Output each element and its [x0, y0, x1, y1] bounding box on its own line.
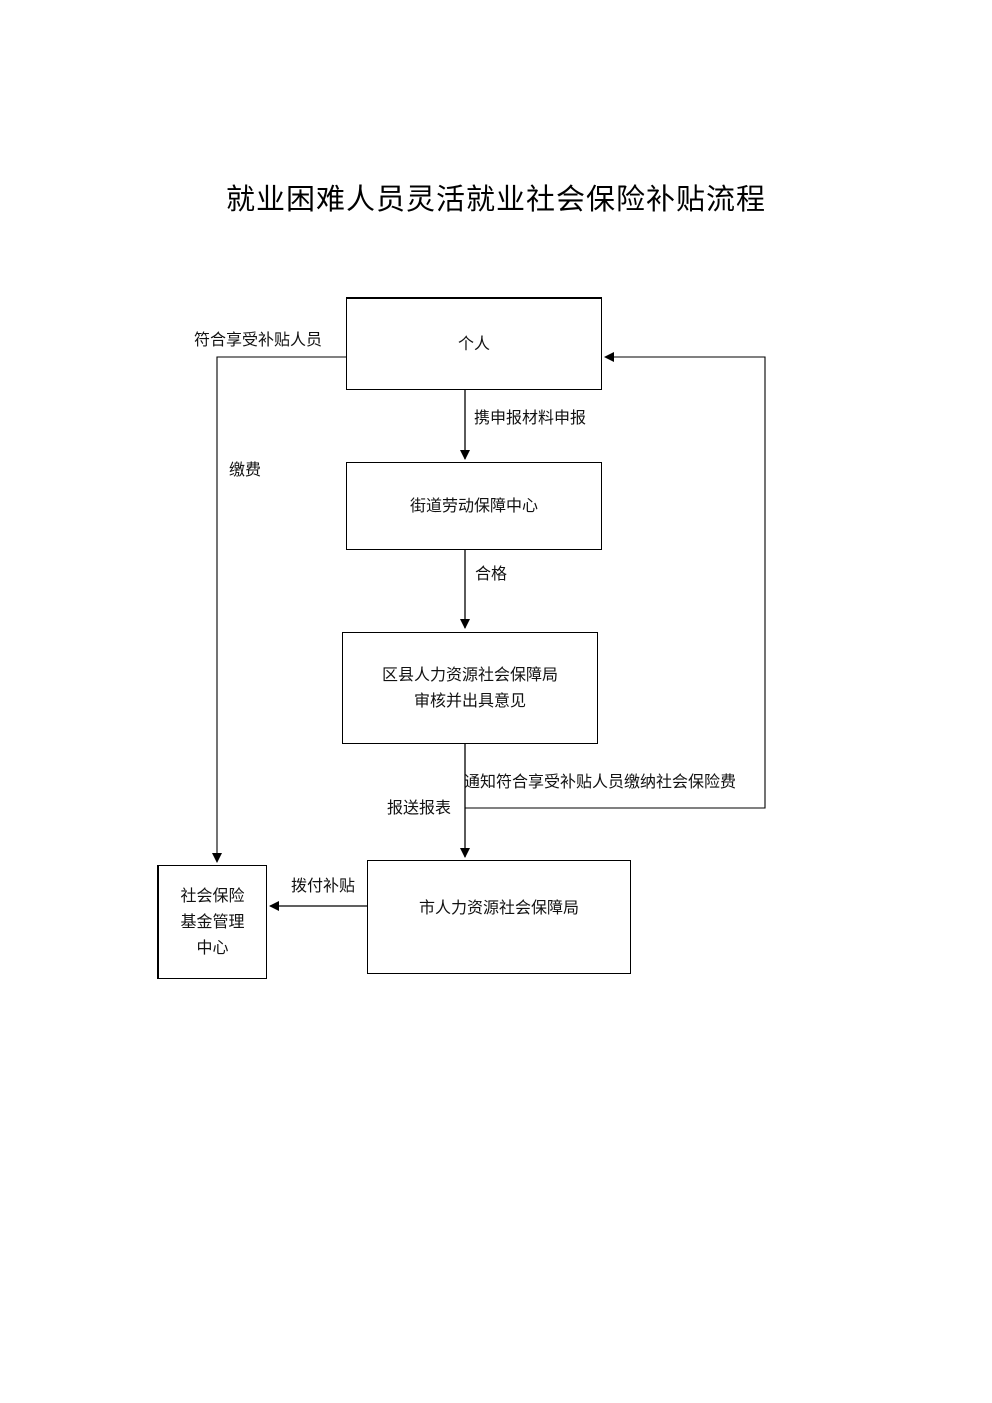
page-title: 就业困难人员灵活就业社会保险补贴流程 [225, 182, 766, 216]
node-individual-label: 个人 [457, 334, 490, 353]
node-street-labor-center: 街道劳动保障中心 [346, 462, 602, 550]
arrow-notify-loop [465, 352, 766, 809]
node-city-bureau: 市人力资源社会保障局 [367, 860, 631, 974]
node-fund-center-line3: 中心 [196, 938, 229, 957]
edge-label-qualified: 合格 [475, 564, 508, 583]
edge-label-notify-pay: 通知符合享受补贴人员缴纳社会保险费 [464, 772, 737, 791]
node-fund-management-center: 社会保险 基金管理 中心 [157, 865, 267, 979]
node-district-bureau: 区县人力资源社会保障局 审核并出具意见 [342, 632, 598, 744]
node-city-bureau-label: 市人力资源社会保障局 [418, 898, 579, 917]
node-individual: 个人 [346, 297, 602, 390]
arrow-individual-to-fund [212, 356, 346, 863]
node-fund-center-line2: 基金管理 [180, 912, 245, 931]
edge-label-eligible-persons: 符合享受补贴人员 [194, 330, 323, 349]
edge-label-submit-report: 报送报表 [387, 798, 452, 817]
node-district-bureau-line1: 区县人力资源社会保障局 [381, 665, 558, 684]
node-fund-center-line1: 社会保险 [180, 886, 245, 905]
node-district-bureau-line2: 审核并出具意见 [413, 691, 526, 710]
edge-label-pay-fees: 缴费 [229, 460, 262, 479]
edge-label-submit-materials: 携申报材料申报 [474, 408, 587, 427]
edge-label-allocate-subsidy: 拨付补贴 [291, 876, 356, 895]
node-street-labor-center-label: 街道劳动保障中心 [409, 496, 538, 515]
